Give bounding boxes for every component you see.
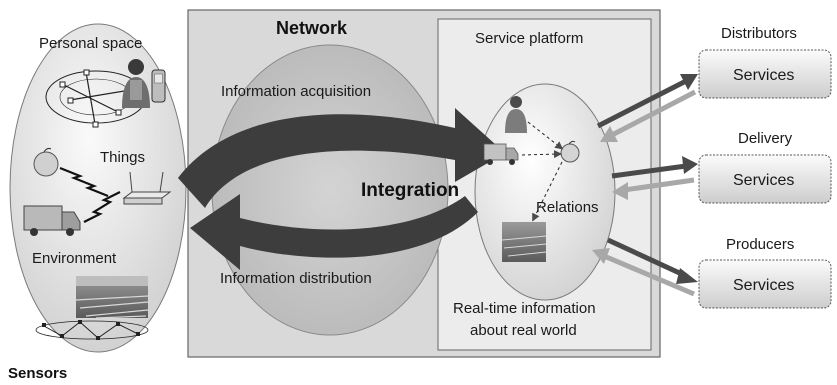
distributors-title: Distributors [721, 25, 797, 42]
router-icon [122, 171, 172, 205]
sensor-network-icon [35, 320, 149, 340]
relations-label: Relations [536, 199, 599, 216]
info-acquisition-label: Information acquisition [221, 83, 371, 100]
person-icon [122, 59, 150, 108]
wireless-signal-icon [59, 166, 109, 198]
realtime-info-line2: about real world [470, 322, 577, 339]
distribution-arrow [190, 194, 478, 270]
network-label: Network [276, 18, 348, 38]
relation-links [521, 121, 564, 222]
services-box-label-distributors: Services [733, 67, 794, 84]
services-box-producers [698, 259, 832, 309]
services-box-delivery [698, 154, 832, 204]
truck-icon [23, 205, 81, 236]
things-label: Things [100, 149, 145, 166]
services-box-distributors [698, 49, 832, 99]
info-distribution-label: Information distribution [220, 270, 372, 287]
sensors-label: Sensors [8, 365, 67, 382]
platform-truck-icon [483, 143, 519, 165]
wireless-signal-icon-2 [83, 191, 121, 223]
service-platform-label: Service platform [475, 30, 583, 47]
orange-icon [33, 147, 59, 177]
services-box-label-delivery: Services [733, 172, 794, 189]
platform-person-icon [505, 96, 527, 133]
field-photo-icon [75, 276, 149, 319]
environment-label: Environment [32, 250, 117, 267]
personal-space-label: Personal space [39, 35, 142, 52]
producers-title: Producers [726, 236, 794, 253]
platform-field-icon [501, 222, 547, 262]
platform-ellipse [474, 83, 616, 301]
delivery-title: Delivery [738, 130, 793, 147]
mobile-phone-icon [151, 69, 166, 103]
acquisition-arrow [178, 108, 505, 208]
service-arrows [592, 74, 698, 297]
integration-label: Integration [361, 180, 459, 201]
services-box-label-producers: Services [733, 277, 794, 294]
realtime-info-line1: Real-time information [453, 300, 596, 317]
